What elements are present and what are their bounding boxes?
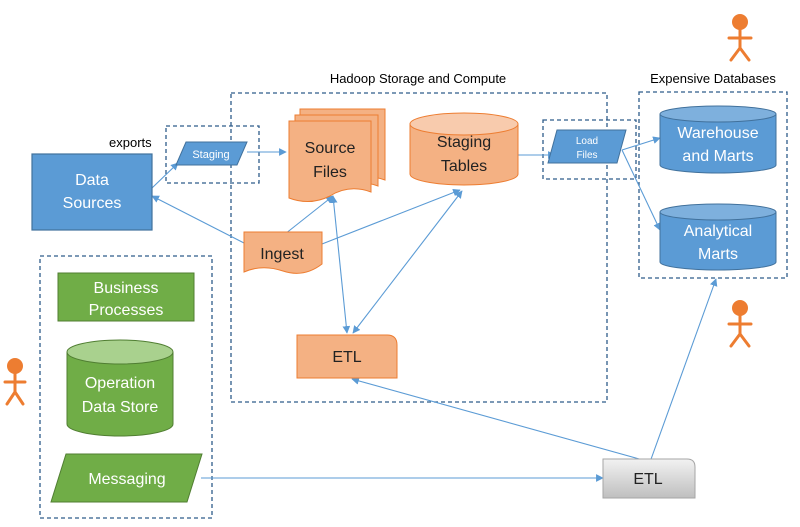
arrow-ingest-to-stagingtables — [321, 188, 461, 245]
source-files-line2: Files — [313, 164, 347, 181]
staging-tables-line2: Tables — [441, 158, 487, 175]
staging-group-border — [165, 125, 260, 184]
etl-external-node[interactable]: ETL — [602, 458, 696, 499]
data-sources-node[interactable]: Data Sources — [31, 153, 153, 231]
load-files-line2: Files — [576, 150, 597, 161]
ingest-label: Ingest — [260, 246, 304, 263]
arrow-ingest-to-sourcefiles — [284, 195, 334, 235]
arrow-etl-external-to-analytical — [649, 278, 718, 463]
business-processes-line1: Business — [94, 280, 159, 297]
warehouse-line1: Warehouse — [677, 125, 758, 142]
load-files-group-border — [542, 119, 637, 180]
person-icon-top-right — [727, 14, 753, 62]
business-processes-node[interactable]: Business Processes — [57, 272, 195, 322]
etl-external-label: ETL — [633, 471, 662, 488]
arrow-ingest-to-datasources — [151, 195, 245, 244]
load-files-line1: Load — [576, 136, 598, 147]
data-sources-line2: Sources — [63, 195, 122, 212]
arrow-loadfiles-to-warehouse — [621, 136, 661, 151]
business-processes-line2: Processes — [89, 302, 164, 319]
ingest-node[interactable]: Ingest — [243, 231, 323, 274]
etl-hadoop-node[interactable]: ETL — [296, 334, 398, 379]
operation-data-store-line1: Operation — [85, 375, 155, 392]
operation-data-store-node[interactable]: Operation Data Store — [66, 339, 174, 437]
analytical-line2: Marts — [698, 246, 738, 263]
staging-node[interactable]: Staging — [175, 141, 248, 166]
operation-data-store-line2: Data Store — [82, 399, 159, 416]
arrow-etl-external-to-etl-hadoop — [351, 377, 651, 463]
staging-tables-line1: Staging — [437, 134, 491, 151]
expensive-dbs-group-title: Expensive Databases — [650, 71, 776, 86]
analytical-marts-node[interactable]: Analytical Marts — [659, 203, 777, 271]
hadoop-group-title: Hadoop Storage and Compute — [330, 71, 506, 86]
load-files-node[interactable]: Load Files — [547, 129, 627, 164]
warehouse-line2: and Marts — [682, 148, 753, 165]
exports-label: exports — [109, 135, 152, 150]
messaging-label: Messaging — [88, 471, 165, 488]
arrow-sourcefiles-etl — [329, 195, 351, 334]
connectors — [151, 136, 718, 482]
staging-label: Staging — [192, 149, 229, 161]
person-icon-left — [3, 358, 27, 406]
operations-group-border — [39, 255, 213, 519]
arrow-loadfiles-to-analytical — [621, 149, 661, 231]
source-files-line1: Source — [305, 140, 356, 157]
staging-tables-node[interactable]: Staging Tables — [409, 112, 519, 186]
data-sources-line1: Data — [75, 172, 109, 189]
etl-hadoop-label: ETL — [332, 349, 361, 366]
analytical-line1: Analytical — [684, 223, 752, 240]
arrow-datasources-to-staging — [151, 162, 179, 189]
person-icon-mid-right — [727, 300, 753, 348]
warehouse-marts-node[interactable]: Warehouse and Marts — [659, 105, 777, 174]
arrow-stagingtables-etl — [352, 190, 463, 334]
messaging-node[interactable]: Messaging — [50, 453, 203, 503]
source-files-node[interactable]: Source Files — [288, 108, 386, 202]
